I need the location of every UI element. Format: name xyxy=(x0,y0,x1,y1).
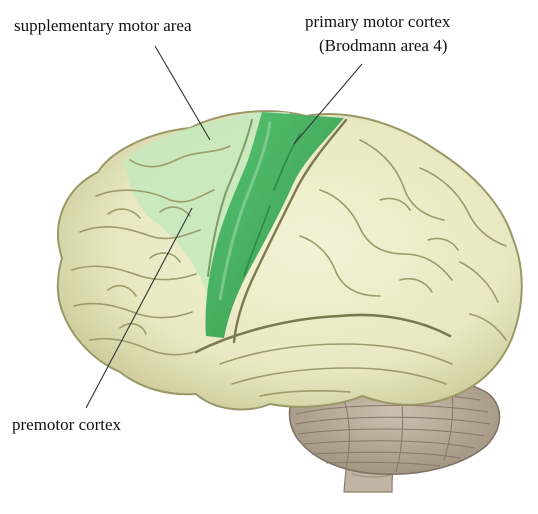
label-brodmann-area: (Brodmann area 4) xyxy=(319,36,447,56)
label-premotor-cortex: premotor cortex xyxy=(12,415,121,435)
label-primary-motor-cortex: primary motor cortex xyxy=(305,12,450,32)
label-supplementary-motor-area: supplementary motor area xyxy=(14,16,192,36)
leader-line-supplementary xyxy=(155,46,210,140)
